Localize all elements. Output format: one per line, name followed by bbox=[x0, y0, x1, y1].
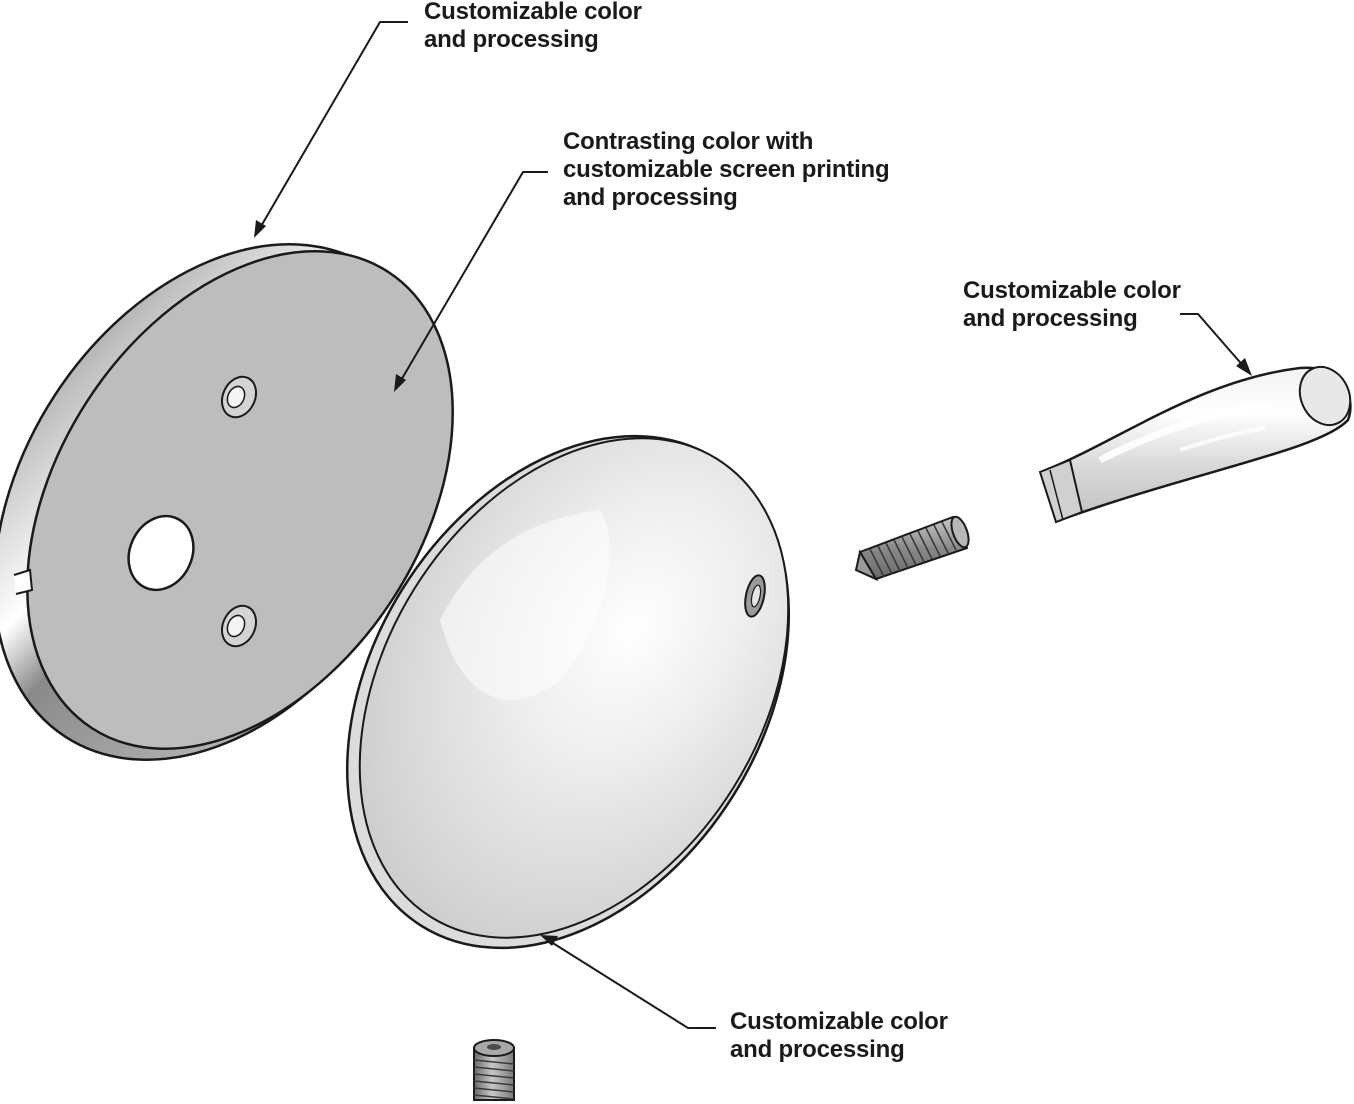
leader-knob bbox=[1180, 313, 1246, 369]
leader-arrowheads bbox=[254, 220, 1252, 946]
leader-dome bbox=[547, 939, 716, 1029]
callout-base-plate-rim: Customizable color and processing bbox=[424, 0, 642, 54]
callout-line: and processing bbox=[730, 1036, 905, 1063]
callout-line: Customizable color bbox=[963, 277, 1181, 304]
arrowhead-dome bbox=[540, 935, 558, 946]
leader-base-face bbox=[399, 171, 548, 383]
handle-knob bbox=[1038, 365, 1352, 524]
arrowhead-base-rim bbox=[254, 220, 266, 238]
dome-cover bbox=[345, 434, 791, 950]
base-plate bbox=[0, 243, 454, 761]
dome-side-hole bbox=[744, 574, 766, 618]
callout-line: and processing bbox=[963, 305, 1138, 332]
callout-line: Contrasting color with bbox=[563, 128, 814, 155]
leader-base-rim bbox=[259, 21, 408, 229]
threaded-stud bbox=[854, 515, 970, 582]
callout-line: and processing bbox=[563, 184, 738, 211]
leader-lines bbox=[259, 21, 1246, 1029]
arrowhead-base-face bbox=[394, 374, 406, 392]
callout-line: customizable screen printing bbox=[563, 156, 890, 183]
callout-base-plate-face: Contrasting color with customizable scre… bbox=[563, 128, 890, 212]
countersunk-hole-lower bbox=[220, 604, 258, 648]
center-hole bbox=[127, 514, 195, 592]
callout-line: Customizable color bbox=[424, 0, 642, 25]
callout-line: and processing bbox=[424, 26, 599, 53]
arrowhead-knob bbox=[1236, 358, 1252, 376]
callout-line: Customizable color bbox=[730, 1008, 948, 1035]
callout-handle-knob: Customizable color and processing bbox=[963, 277, 1181, 333]
callout-dome-cover: Customizable color and processing bbox=[730, 1008, 948, 1064]
set-screw bbox=[473, 1039, 515, 1101]
countersunk-hole-upper bbox=[220, 375, 258, 419]
